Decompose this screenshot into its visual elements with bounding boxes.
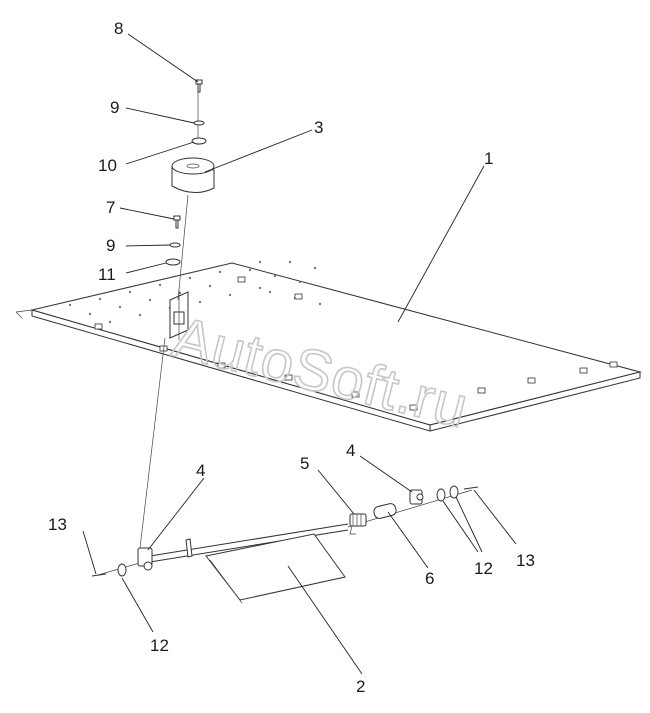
- washer-9-lower: [169, 242, 181, 248]
- washer-12-left: [117, 563, 127, 577]
- cap-3: [171, 157, 215, 193]
- spring-5: [349, 513, 367, 535]
- callout-2: 2: [356, 677, 365, 696]
- callout-3: 3: [314, 118, 323, 137]
- upper-assembly: [165, 79, 215, 301]
- perforation-holes: [68, 260, 322, 324]
- callout-13-right: 13: [516, 551, 535, 570]
- panel-latch-bracket: [169, 290, 189, 340]
- washer-12-right-a: [436, 488, 446, 502]
- callout-labels: 8 9 3 1 10 7 9 11 5 4 4 13 13 12 12 6 2: [48, 19, 535, 696]
- lower-assembly: [91, 337, 479, 604]
- panel-mounting-bosses: [94, 276, 618, 411]
- callout-9-upper: 9: [110, 98, 119, 117]
- callout-9-lower: 9: [106, 236, 115, 255]
- bracket-4-right: [409, 489, 424, 505]
- pin-13-left: [91, 573, 107, 577]
- floor-panel: [15, 260, 642, 432]
- callout-4-right: 4: [346, 441, 355, 460]
- callout-11: 11: [98, 265, 116, 284]
- pin-13-right: [463, 486, 479, 490]
- screw-8: [195, 79, 203, 93]
- callout-10: 10: [98, 156, 117, 175]
- leader-lines: [82, 33, 517, 675]
- callout-1: 1: [484, 149, 493, 168]
- bracket-4-left: [137, 547, 153, 571]
- callout-12-right: 12: [474, 559, 493, 578]
- callout-13-left: 13: [48, 515, 67, 534]
- screw-7: [173, 215, 181, 229]
- callout-7: 7: [106, 198, 115, 217]
- callout-8: 8: [114, 19, 123, 38]
- washer-12-right-b: [449, 485, 459, 499]
- washer-11: [165, 258, 181, 266]
- callout-4-left: 4: [196, 461, 205, 480]
- rod: [149, 523, 349, 557]
- washer-9-upper: [193, 120, 205, 126]
- callout-5: 5: [300, 454, 309, 473]
- callout-6: 6: [425, 569, 434, 588]
- washer-10: [191, 137, 207, 145]
- callout-12-left: 12: [150, 636, 169, 655]
- bushing-6: [373, 503, 397, 519]
